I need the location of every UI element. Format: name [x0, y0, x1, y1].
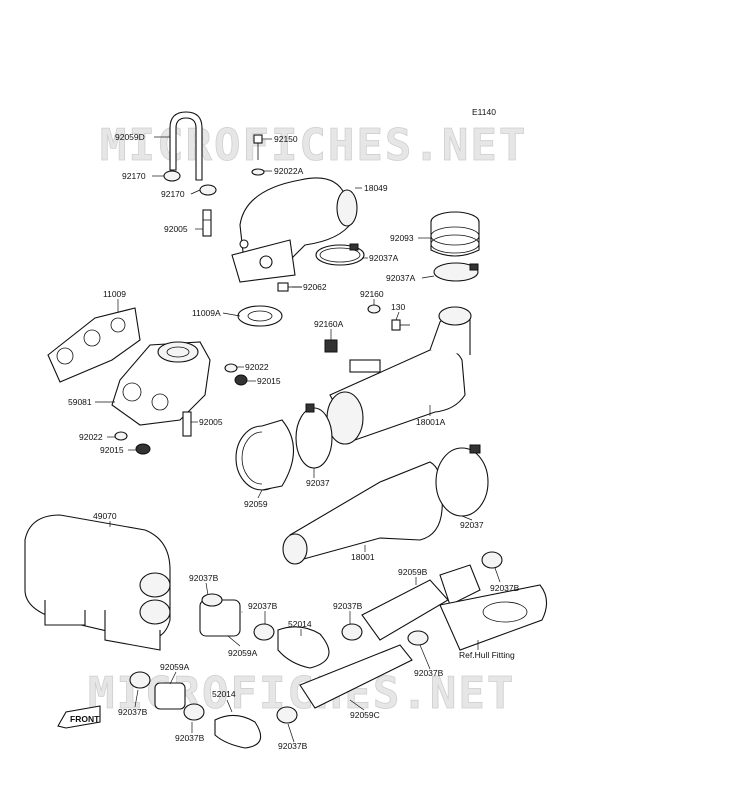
part-label: 92059A: [228, 648, 258, 658]
part-label: 92037B: [175, 733, 205, 743]
part-label: 92059A: [160, 662, 190, 672]
part-label: 92015: [100, 445, 124, 455]
part-label: 92022: [79, 432, 103, 442]
part-label: 92037A: [386, 273, 416, 283]
nipple-fitting-part: [202, 209, 212, 237]
part-label: 18049: [364, 183, 388, 193]
front-arrow-icon: FRONT: [57, 705, 101, 729]
part-label: 49070: [93, 511, 117, 521]
watermark-bottom: MICROFICHES.NET: [88, 668, 515, 719]
part-labels: 92059D 92150 92170 92022A 92170 18049 92…: [68, 132, 520, 751]
exhaust-elbow-part: [231, 177, 358, 283]
part-label: 92005: [164, 224, 188, 234]
part-label: 52014: [288, 619, 312, 629]
nipple-fitting-part: [182, 411, 192, 437]
part-label: 59081: [68, 397, 92, 407]
part-label: 92037B: [414, 668, 444, 678]
washer-part: [224, 363, 238, 373]
band-clamp-part: [315, 243, 365, 266]
lower-hose-assembly: [129, 551, 548, 749]
resonator-part: [282, 461, 444, 565]
part-label: 92160: [360, 289, 384, 299]
part-label: 92037B: [278, 741, 308, 751]
part-label: 92059: [244, 499, 268, 509]
part-label: 92005: [199, 417, 223, 427]
bolt-part: [251, 134, 265, 176]
part-label: 92062: [303, 282, 327, 292]
part-label: 92022A: [274, 166, 304, 176]
gasket-part: [47, 307, 141, 383]
exhaust-pipe-part: [326, 306, 472, 445]
part-label: 92059D: [115, 132, 145, 142]
band-clamp-part: [435, 444, 489, 517]
hose-clamp-part: [163, 170, 217, 196]
part-label: 18001: [351, 552, 375, 562]
band-clamp-part: [295, 403, 333, 469]
bolt-part: [391, 319, 410, 331]
part-label: 92170: [122, 171, 146, 181]
leader-lines: [95, 136, 501, 743]
front-label: FRONT: [70, 714, 100, 724]
part-label: 11009A: [192, 308, 221, 318]
rubber-damper-part: [324, 339, 338, 353]
part-label: 130: [391, 302, 405, 312]
part-label: 92037B: [189, 573, 219, 583]
part-label: 18001A: [416, 417, 446, 427]
part-label: 92160A: [314, 319, 344, 329]
washer-part: [367, 304, 381, 314]
part-label: 92093: [390, 233, 414, 243]
part-label: 52014: [212, 689, 236, 699]
exhaust-hose-part: [235, 419, 294, 491]
part-label: 92059C: [350, 710, 380, 720]
part-label: 92037B: [248, 601, 278, 611]
part-label: 92037: [306, 478, 330, 488]
watermark-top: MICROFICHES.NET: [100, 120, 527, 171]
diagram-code: E1140: [472, 107, 496, 117]
part-label: 92022: [245, 362, 269, 372]
part-label: 92170: [161, 189, 185, 199]
part-label: 92037: [460, 520, 484, 530]
water-hose-part: [169, 111, 203, 181]
part-label: 92059B: [398, 567, 428, 577]
part-label: 92037B: [490, 583, 520, 593]
part-label: 92037B: [118, 707, 148, 717]
rubber-coupler-part: [430, 211, 480, 282]
hull-fitting-label: Ref.Hull Fitting: [459, 650, 515, 660]
muffler-part: [24, 514, 171, 651]
nut-part: [135, 443, 151, 455]
exhaust-manifold-part: [111, 341, 211, 426]
part-label: 92037A: [369, 253, 399, 263]
nut-part: [234, 374, 248, 386]
part-label: 92150: [274, 134, 298, 144]
gasket-part: [237, 305, 283, 327]
washer-part: [114, 431, 128, 441]
part-label: 92037B: [333, 601, 363, 611]
part-label: 11009: [103, 289, 126, 299]
part-label: 92015: [257, 376, 281, 386]
